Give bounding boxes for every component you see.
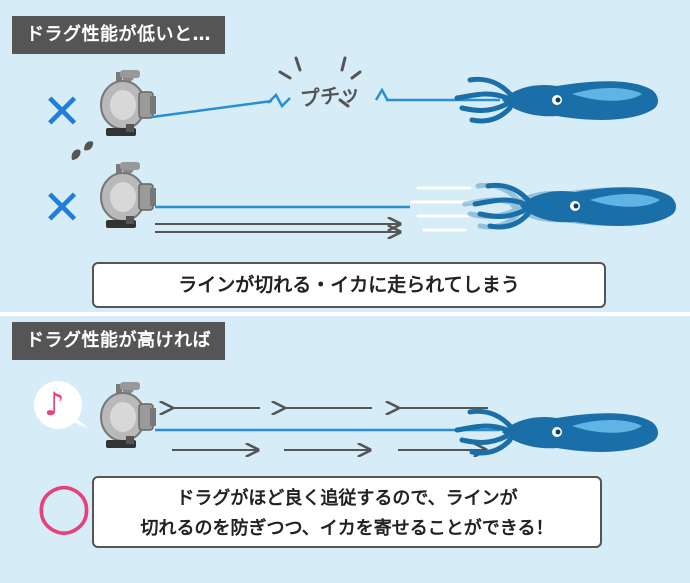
top-caption: ラインが切れる・イカに走られてしまう [92,262,606,308]
snap-burst-lines [278,56,362,108]
reel-icon [100,161,157,229]
reel-icon [100,381,157,449]
line-break-end-left [267,92,291,109]
bottom-caption-line2: 切れるのを防ぎつつ、イカを寄せることができる！ [140,518,554,539]
fail-mark-icon: ✕ [42,84,83,140]
fail-mark-icon: ✕ [42,180,83,236]
bottom-scene [34,381,658,453]
ok-mark-icon: ○ [36,469,92,543]
speech-bubble [34,381,82,429]
speed-lines [410,186,482,232]
fishing-line [151,99,273,119]
bottom-caption-line1: ドラグがほど良く追従するので、ラインが [176,488,518,509]
bottom-caption: ドラグがほど良く追従するので、ラインが 切れるのを防ぎつつ、イカを寄せることがで… [92,476,602,548]
row2-scene [71,141,676,232]
top-section-label: ドラグ性能が低いと… [12,16,225,54]
bottom-section-label: ドラグ性能が高ければ [12,322,225,360]
line-break-end-right [374,87,390,102]
sweat-drops-icon [71,141,94,160]
squid-icon [457,411,658,453]
reel-icon [100,69,157,137]
row1-scene [100,56,658,137]
music-note-icon: ♪ [44,385,65,423]
